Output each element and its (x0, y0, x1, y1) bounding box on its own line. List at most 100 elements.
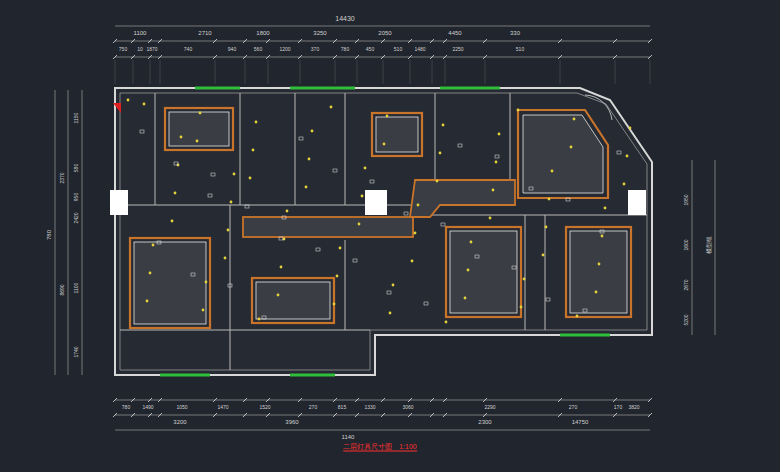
downlight (570, 146, 573, 149)
interior-wall (430, 215, 647, 216)
dimension-tick (648, 398, 652, 402)
interior-wall (295, 93, 296, 205)
fixture-tag (245, 205, 249, 208)
interior-wall (155, 93, 156, 205)
fixture-tag (546, 298, 550, 301)
interior-wall (545, 215, 546, 330)
dimension-text: 5200 (684, 314, 689, 325)
downlight (230, 201, 233, 204)
dimension-tick (131, 398, 135, 402)
window (160, 374, 210, 377)
dimension-text: 1800 (256, 30, 269, 36)
downlight (498, 133, 501, 136)
dimension-text: 330 (510, 30, 520, 36)
dimension-line (115, 26, 650, 27)
fixture-tag (316, 248, 320, 251)
dimension-text: 2370 (60, 172, 65, 183)
downlight (227, 229, 230, 232)
dimension-tick (158, 39, 162, 43)
dimension-tick (648, 413, 652, 417)
dimension-tick (158, 413, 162, 417)
dimension-tick (333, 413, 337, 417)
downlight (383, 143, 386, 146)
dimension-tick (266, 55, 270, 59)
dimension-text: 10 (137, 47, 143, 52)
inner-wall (120, 93, 647, 370)
downlight (436, 180, 439, 183)
dimension-tick (408, 39, 412, 43)
dimension-tick (613, 398, 617, 402)
downlight (330, 106, 333, 109)
dimension-tick (648, 55, 652, 59)
dimension-tick (408, 413, 412, 417)
extension-line (245, 60, 246, 84)
dimension-line (55, 90, 56, 375)
dimension-text: 270 (569, 405, 577, 410)
dimension-text: 14750 (572, 419, 589, 425)
downlight (358, 223, 361, 226)
ceiling-panel (450, 231, 517, 313)
dimension-text: 1100 (74, 283, 79, 294)
extension-line (160, 60, 161, 84)
downlight (548, 198, 551, 201)
interior-wall (240, 93, 241, 205)
dimension-line (715, 160, 716, 335)
window (290, 87, 355, 90)
dimension-text: 1870 (146, 47, 157, 52)
downlight (258, 318, 261, 321)
extension-line (115, 60, 116, 84)
fixture-tag (600, 230, 604, 233)
dimension-tick (613, 39, 617, 43)
downlight (598, 263, 601, 266)
downlight (149, 272, 152, 275)
fixture-tag (353, 259, 357, 262)
dimension-tick (113, 398, 117, 402)
interior-wall (345, 93, 346, 205)
dimension-tick (113, 413, 117, 417)
extension-line (268, 60, 269, 84)
dimension-tick (148, 398, 152, 402)
extension-line (150, 60, 151, 84)
extension-line (357, 60, 358, 84)
dimension-tick (430, 413, 434, 417)
downlight (626, 155, 629, 158)
dimension-tick (243, 398, 247, 402)
ceiling-frame (372, 113, 422, 156)
dimension-tick (613, 55, 617, 59)
dimension-tick (443, 39, 447, 43)
downlight (255, 121, 258, 124)
downlight (470, 241, 473, 244)
window (440, 87, 500, 90)
dimension-line (68, 90, 69, 375)
downlight (601, 235, 604, 238)
downlight (576, 315, 579, 318)
ceiling-panel (376, 117, 418, 152)
dimension-tick (298, 413, 302, 417)
extension-line (335, 60, 336, 84)
downlight (464, 297, 467, 300)
dimension-text: 1520 (259, 405, 270, 410)
dimension-text: 1050 (176, 405, 187, 410)
ceiling-panel (570, 231, 627, 313)
red-marker (113, 103, 121, 113)
downlight (202, 309, 205, 312)
interior-wall (230, 205, 231, 370)
dimension-text: 170 (614, 405, 622, 410)
dimension-text: 4450 (448, 30, 461, 36)
dimension-text: 3820 (628, 405, 639, 410)
fixture-tag (458, 144, 462, 147)
dimension-tick (613, 413, 617, 417)
dimension-tick (443, 398, 447, 402)
dimension-text: 2420 (74, 212, 79, 223)
outer-wall (115, 88, 652, 375)
dimension-tick (266, 398, 270, 402)
interior-wall (345, 240, 346, 330)
dimension-text: 1100 (134, 30, 147, 36)
dimension-text: 3060 (402, 405, 413, 410)
downlight (199, 112, 202, 115)
dimension-tick (408, 55, 412, 59)
downlight (174, 192, 177, 195)
downlight (517, 109, 520, 112)
extension-line (650, 60, 651, 84)
fixture-tag (512, 266, 516, 269)
